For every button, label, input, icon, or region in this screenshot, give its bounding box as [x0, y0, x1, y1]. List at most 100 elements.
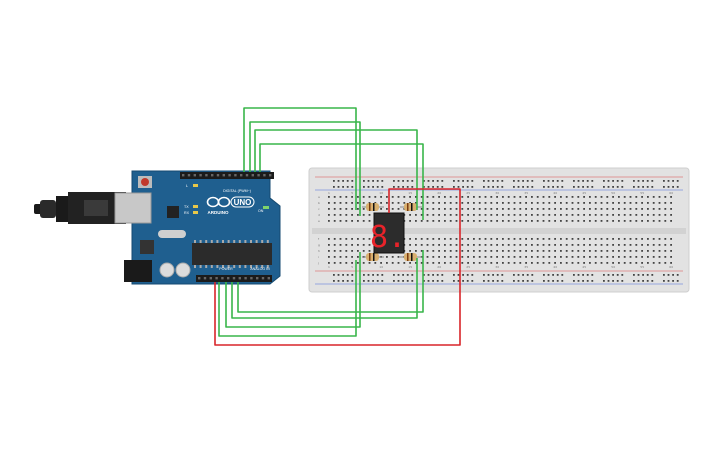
breadboard-hole — [571, 244, 574, 246]
resistor-bottom-left[interactable] — [362, 253, 384, 261]
wire-green-1[interactable] — [243, 107, 357, 210]
breadboard-hole — [328, 208, 330, 210]
breadboard-hole — [397, 186, 400, 188]
breadboard-hole — [513, 274, 515, 276]
wire-green-7[interactable] — [231, 258, 418, 319]
breadboard-hole — [411, 186, 414, 188]
breadboard-hole — [461, 256, 464, 258]
breadboard-hole — [409, 196, 411, 198]
breadboard-hole — [337, 180, 340, 182]
breadboard-hole — [367, 180, 370, 182]
breadboard-hole — [513, 244, 516, 246]
breadboard-hole — [502, 220, 504, 222]
breadboard-hole — [577, 208, 580, 210]
seven-segment-display[interactable]: 8. — [370, 212, 406, 255]
resistor-band — [369, 253, 371, 261]
breadboard-hole — [612, 202, 614, 204]
reset-button-cap[interactable] — [141, 178, 149, 186]
wire-green-6[interactable] — [225, 252, 361, 328]
breadboard-hole — [432, 262, 435, 264]
breadboard-hole — [658, 238, 661, 240]
wire-green-2[interactable] — [249, 121, 361, 216]
breadboard-hole — [670, 208, 672, 210]
breadboard-hole — [362, 208, 365, 210]
breadboard-hole — [582, 180, 584, 182]
resistor-top-right[interactable] — [400, 203, 422, 211]
breadboard-hole — [672, 186, 674, 188]
breadboard-hole — [612, 280, 614, 282]
breadboard-hole — [623, 250, 626, 252]
breadboard-hole — [402, 180, 404, 182]
chip-pin — [255, 265, 258, 268]
breadboard[interactable]: 1155101015152020252530303535404045455050… — [308, 167, 690, 293]
breadboard-hole — [441, 180, 444, 182]
wire-green-4[interactable] — [259, 143, 424, 220]
arduino-uno-board[interactable]: UNO ARDUINO DIGITAL (PWM~) POWER ANALOG … — [34, 170, 281, 285]
breadboard-hole — [490, 220, 493, 222]
breadboard-hole — [473, 214, 475, 216]
breadboard-hole — [513, 186, 515, 188]
breadboard-hole — [672, 274, 674, 276]
breadboard-hole — [531, 202, 533, 204]
resistors[interactable] — [362, 203, 422, 261]
breadboard-hole — [522, 280, 524, 282]
breadboard-hole — [513, 280, 515, 282]
digital-header[interactable] — [180, 172, 274, 179]
breadboard-hole — [471, 280, 474, 282]
breadboard-hole — [606, 214, 609, 216]
wire-green-8[interactable] — [237, 250, 424, 313]
header-pin — [187, 174, 191, 177]
breadboard-hole — [531, 262, 533, 264]
breadboard-hole — [652, 256, 655, 258]
breadboard-hole — [519, 214, 522, 216]
breadboard-hole — [432, 220, 435, 222]
wire-red-gnd[interactable] — [214, 188, 461, 346]
breadboard-hole — [577, 180, 580, 182]
breadboard-hole — [423, 274, 425, 276]
breadboard-hole — [577, 220, 580, 222]
breadboard-hole — [531, 238, 533, 240]
breadboard-hole — [427, 186, 430, 188]
breadboard-hole — [552, 280, 554, 282]
breadboard-hole — [635, 256, 638, 258]
breadboard-hole — [415, 244, 417, 246]
breadboard-hole — [618, 250, 620, 252]
breadboard-hole — [589, 238, 591, 240]
breadboard-hole — [415, 220, 417, 222]
breadboard-hole — [629, 238, 632, 240]
breadboard-hole — [406, 274, 409, 276]
breadboard-hole — [351, 202, 353, 204]
wires[interactable] — [214, 107, 461, 346]
breadboard-hole — [646, 180, 649, 182]
resistor-bottom-right[interactable] — [400, 253, 422, 261]
breadboard-hole — [536, 220, 539, 222]
breadboard-hole — [507, 196, 510, 198]
breadboard-hole — [651, 274, 654, 276]
wire-green-5[interactable] — [218, 260, 357, 337]
resistor-band — [373, 253, 375, 261]
breadboard-hole — [426, 262, 429, 264]
breadboard-hole — [376, 180, 379, 182]
resistor-top-left[interactable] — [362, 203, 384, 211]
breadboard-hole — [455, 202, 458, 204]
breadboard-hole — [376, 280, 379, 282]
breadboard-hole — [606, 244, 609, 246]
breadboard-hole — [426, 238, 429, 240]
breadboard-hole — [393, 186, 395, 188]
resistor-band — [411, 203, 413, 211]
breadboard-hole — [496, 238, 498, 240]
breadboard-hole — [409, 238, 411, 240]
breadboard-hole — [621, 274, 624, 276]
breadboard-hole — [513, 250, 516, 252]
breadboard-hole — [635, 220, 638, 222]
breadboard-hole — [406, 280, 409, 282]
wire-green-3[interactable] — [254, 129, 418, 210]
breadboard-hole — [676, 180, 679, 182]
header-pin — [238, 277, 241, 280]
breadboard-hole — [623, 220, 626, 222]
breadboard-hole — [357, 262, 359, 264]
header-pin — [245, 174, 249, 177]
board-model-text: UNO — [234, 198, 252, 207]
breadboard-hole — [571, 220, 574, 222]
